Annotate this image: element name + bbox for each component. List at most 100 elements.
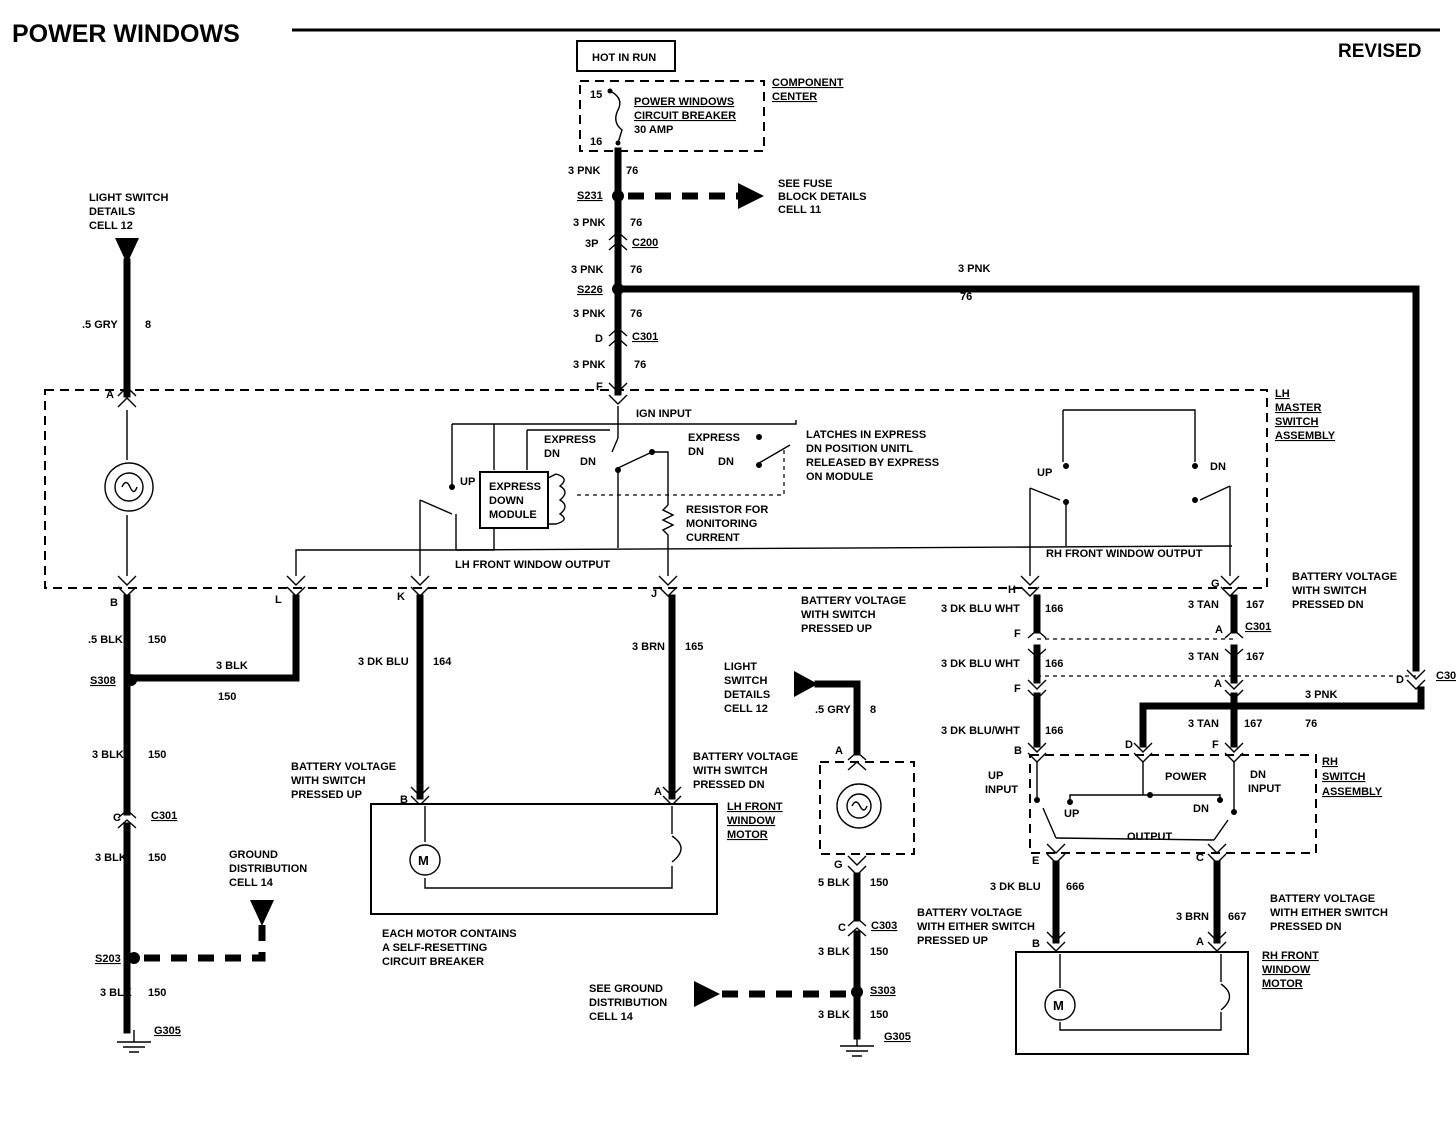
rh-up-rail — [1029, 488, 1067, 576]
c30-pin-d: D — [1396, 674, 1404, 686]
lh-motor-name-3: MOTOR — [727, 829, 768, 841]
light-switch-left-arrow — [115, 238, 139, 264]
center-light-arrow — [794, 671, 818, 697]
center-pin-a: A — [835, 745, 843, 757]
connector-c301-left-icon — [117, 809, 137, 829]
center-light-4: CELL 12 — [724, 703, 768, 715]
lh-master-name-4: ASSEMBLY — [1275, 430, 1336, 442]
center-splice-s303-dot — [851, 986, 863, 998]
resistor-3: CURRENT — [686, 532, 740, 544]
center-lamp-filament-icon — [851, 801, 868, 811]
express-dn-left-1: EXPRESS — [544, 434, 596, 446]
ground-dist-1: GROUND — [229, 849, 278, 861]
c30-label: C30 — [1436, 670, 1456, 682]
conn-c200: C200 — [632, 237, 658, 249]
express-down-module-box — [479, 471, 549, 529]
see-fuse-1: SEE FUSE — [778, 178, 832, 190]
circuit-150: 150 — [148, 749, 166, 761]
center-lamp-box — [819, 761, 915, 855]
rh-batt-either-dn-3: PRESSED DN — [1270, 921, 1342, 933]
light-switch-wire: .5 GRY — [82, 319, 118, 331]
center-batt-up-1: BATTERY VOLTAGE — [801, 595, 906, 607]
circuit-breaker-icon — [609, 90, 623, 144]
pin-f-feed: F — [596, 381, 603, 393]
rh-motor-icon — [1044, 989, 1076, 1021]
pin-3p: 3P — [585, 238, 598, 250]
breaker-terminal-dot — [615, 140, 621, 146]
module-output-rail — [295, 470, 619, 576]
ground-symbol-icon — [117, 1041, 151, 1053]
pin-l-wire-150 — [123, 594, 300, 682]
rh-sw-pin-c-icon — [1207, 843, 1227, 864]
component-center-2: CENTER — [772, 91, 817, 103]
rh-up-input-2: INPUT — [985, 784, 1018, 796]
circuit-150: 150 — [148, 987, 166, 999]
connector-c200-icon — [608, 231, 628, 251]
switch-contact-dot — [756, 434, 762, 440]
center-wire-gry: .5 GRY — [815, 704, 851, 716]
rh-dn: DN — [1193, 803, 1209, 815]
center-lamp-inner-icon — [846, 793, 872, 819]
motor-note-2: A SELF-RESETTING — [382, 942, 487, 954]
switch-link — [652, 451, 669, 505]
see-ground-3: CELL 14 — [589, 1011, 634, 1023]
rh-switch-box — [1029, 754, 1317, 854]
breaker-rating: 30 AMP — [634, 124, 673, 136]
center-light-2: SWITCH — [724, 675, 767, 687]
revised-label: REVISED — [1338, 41, 1421, 62]
pin-b: B — [110, 597, 118, 609]
rh-dn-input-2: INPUT — [1248, 783, 1281, 795]
pin-l: L — [275, 594, 282, 606]
splice-s226: S226 — [577, 284, 603, 296]
breaker-name-2: CIRCUIT BREAKER — [634, 110, 736, 122]
pin-g-connector-icon — [1220, 575, 1240, 597]
ground-dist-arrow — [250, 900, 274, 926]
module-coil-lead — [547, 473, 557, 525]
dn-right: DN — [718, 456, 734, 468]
pin-a-left: A — [106, 389, 114, 401]
rh-conn-c301: C301 — [1245, 621, 1271, 633]
rh-pnk-circuit: 76 — [1305, 718, 1317, 730]
up-right: UP — [1037, 467, 1052, 479]
express-switch-left-icon — [611, 437, 619, 453]
lh-output-label: LH FRONT WINDOW OUTPUT — [455, 559, 610, 571]
rh-sw-pin-e: E — [1032, 855, 1039, 867]
feed-circuit: 76 — [630, 308, 642, 320]
pin-j-connector-icon — [658, 575, 678, 597]
light-switch-left-2: DETAILS — [89, 206, 135, 218]
lh-motor-inner-wire — [424, 806, 673, 889]
rh-motor-breaker-icon — [1220, 983, 1231, 1011]
lh-batt-up-2: WITH SWITCH — [291, 775, 366, 787]
up-switch-right-icon — [1029, 487, 1061, 501]
express-latch-switch-icon — [758, 444, 791, 464]
up-switch-left-icon — [419, 499, 453, 515]
rh-batt-either-up-1: BATTERY VOLTAGE — [917, 907, 1022, 919]
rh-motor-wire-brn: 3 BRN — [1176, 911, 1209, 923]
rh-output: OUTPUT — [1127, 831, 1173, 843]
switch-lever-icon — [617, 451, 653, 469]
feed-circuit: 76 — [630, 264, 642, 276]
module-3: MODULE — [489, 509, 537, 521]
rh-switch-name-2: SWITCH — [1322, 771, 1365, 783]
circuit-150: 150 — [218, 691, 236, 703]
rh-sw-pin-c: C — [1196, 852, 1204, 864]
resistor-1: RESISTOR FOR — [686, 504, 768, 516]
see-ground-2: DISTRIBUTION — [589, 997, 667, 1009]
rh-circuit-166: 166 — [1045, 603, 1063, 615]
rh-pin-a-2: A — [1214, 678, 1222, 690]
rh-motor-circuit-666: 666 — [1066, 881, 1084, 893]
rh-sw-pin-f: F — [1212, 739, 1219, 751]
fuse-block-arrow — [738, 183, 764, 209]
rh-f-c301-icon — [1027, 629, 1047, 658]
center-splice-s303: S303 — [870, 985, 896, 997]
lamp-icon — [104, 462, 154, 512]
rh-motor-symbol: M — [1053, 998, 1064, 1013]
connector-c301-icon — [608, 327, 628, 347]
pin-j: J — [651, 588, 657, 600]
lh-batt-dn-1: BATTERY VOLTAGE — [693, 751, 798, 763]
rh-up-input-1: UP — [988, 770, 1003, 782]
rh-pnk-wire: 3 PNK — [1305, 689, 1337, 701]
rh-dn-input-1: DN — [1250, 769, 1266, 781]
lh-motor-icon — [409, 844, 441, 876]
ign-bus — [452, 420, 797, 425]
